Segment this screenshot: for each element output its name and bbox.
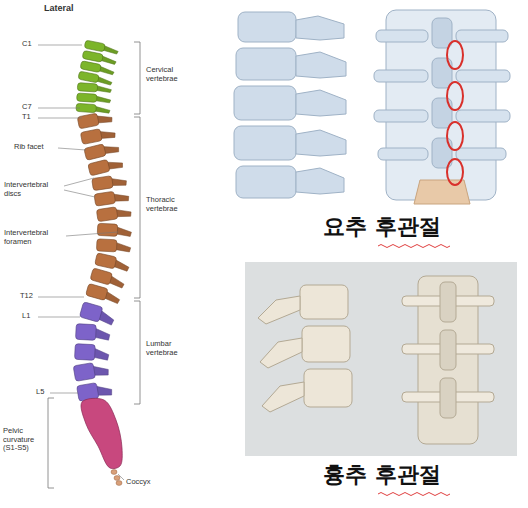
thoracic-vertebra-lateral — [258, 285, 352, 412]
cervical-vertebra — [77, 83, 111, 93]
sacrum — [81, 398, 122, 468]
coccyx-segment — [111, 470, 117, 475]
bracket — [48, 42, 140, 488]
image-panel — [245, 262, 517, 456]
thoracic-vertebra — [97, 223, 132, 237]
vertebra-level: T12 — [20, 292, 38, 301]
thoracic-vertebra — [94, 189, 129, 206]
cervical-vertebra — [77, 93, 111, 103]
thoracic-vertebra — [86, 283, 122, 304]
lumbar-vertebra — [73, 360, 109, 381]
thoracic-vertebra — [92, 174, 127, 191]
facet-joint-highlight — [447, 41, 463, 185]
lumbar-vertebra — [79, 302, 116, 326]
part-label: Rib facet — [14, 143, 58, 152]
thoracic-vertebra — [88, 156, 124, 176]
image-caption: 요추 후관절 — [282, 214, 482, 239]
vertebra-level: L5 — [36, 388, 50, 397]
thoracic-vertebra — [96, 205, 131, 222]
part-label: Intervertebral foramen — [4, 229, 66, 246]
thoracic-vertebra — [77, 110, 113, 129]
cervical-vertebra — [76, 103, 110, 113]
thoracic-vertebra — [80, 126, 116, 145]
region-label: Lumbar vertebrae — [146, 340, 192, 357]
part-label: Pelvic curvature (S1-S5) — [3, 427, 46, 453]
thoracic-vertebra — [84, 140, 120, 160]
leader-line — [38, 45, 124, 480]
lumbar-vertebra-lateral — [234, 12, 346, 198]
vertebra-level: C7 — [22, 103, 38, 112]
thoracic-vertebra — [95, 253, 131, 272]
lumbar-vertebra-posterior — [374, 10, 510, 204]
thoracic-vertebra-posterior — [402, 276, 494, 444]
coccyx-segment — [114, 476, 120, 481]
lumbar-vertebra — [75, 344, 110, 361]
lumbar-vertebra — [76, 324, 111, 341]
vertebra-level: C1 — [22, 40, 38, 49]
region-label: Cervical vertebrae — [146, 66, 192, 83]
region-label: Thoracic vertebrae — [146, 196, 192, 213]
vertebra-level: T1 — [22, 113, 38, 122]
vertebra-level: L1 — [22, 312, 38, 321]
view-heading: Lateral — [44, 3, 104, 13]
spine-illustration — [73, 40, 132, 485]
image-caption: 흉추 후관절 — [282, 462, 482, 487]
part-label: Intervertebral discs — [4, 181, 64, 198]
spellcheck-underline — [378, 245, 450, 496]
part-label: Coccyx — [126, 478, 160, 487]
thoracic-vertebra — [96, 239, 131, 253]
coccyx-segment — [116, 481, 122, 486]
